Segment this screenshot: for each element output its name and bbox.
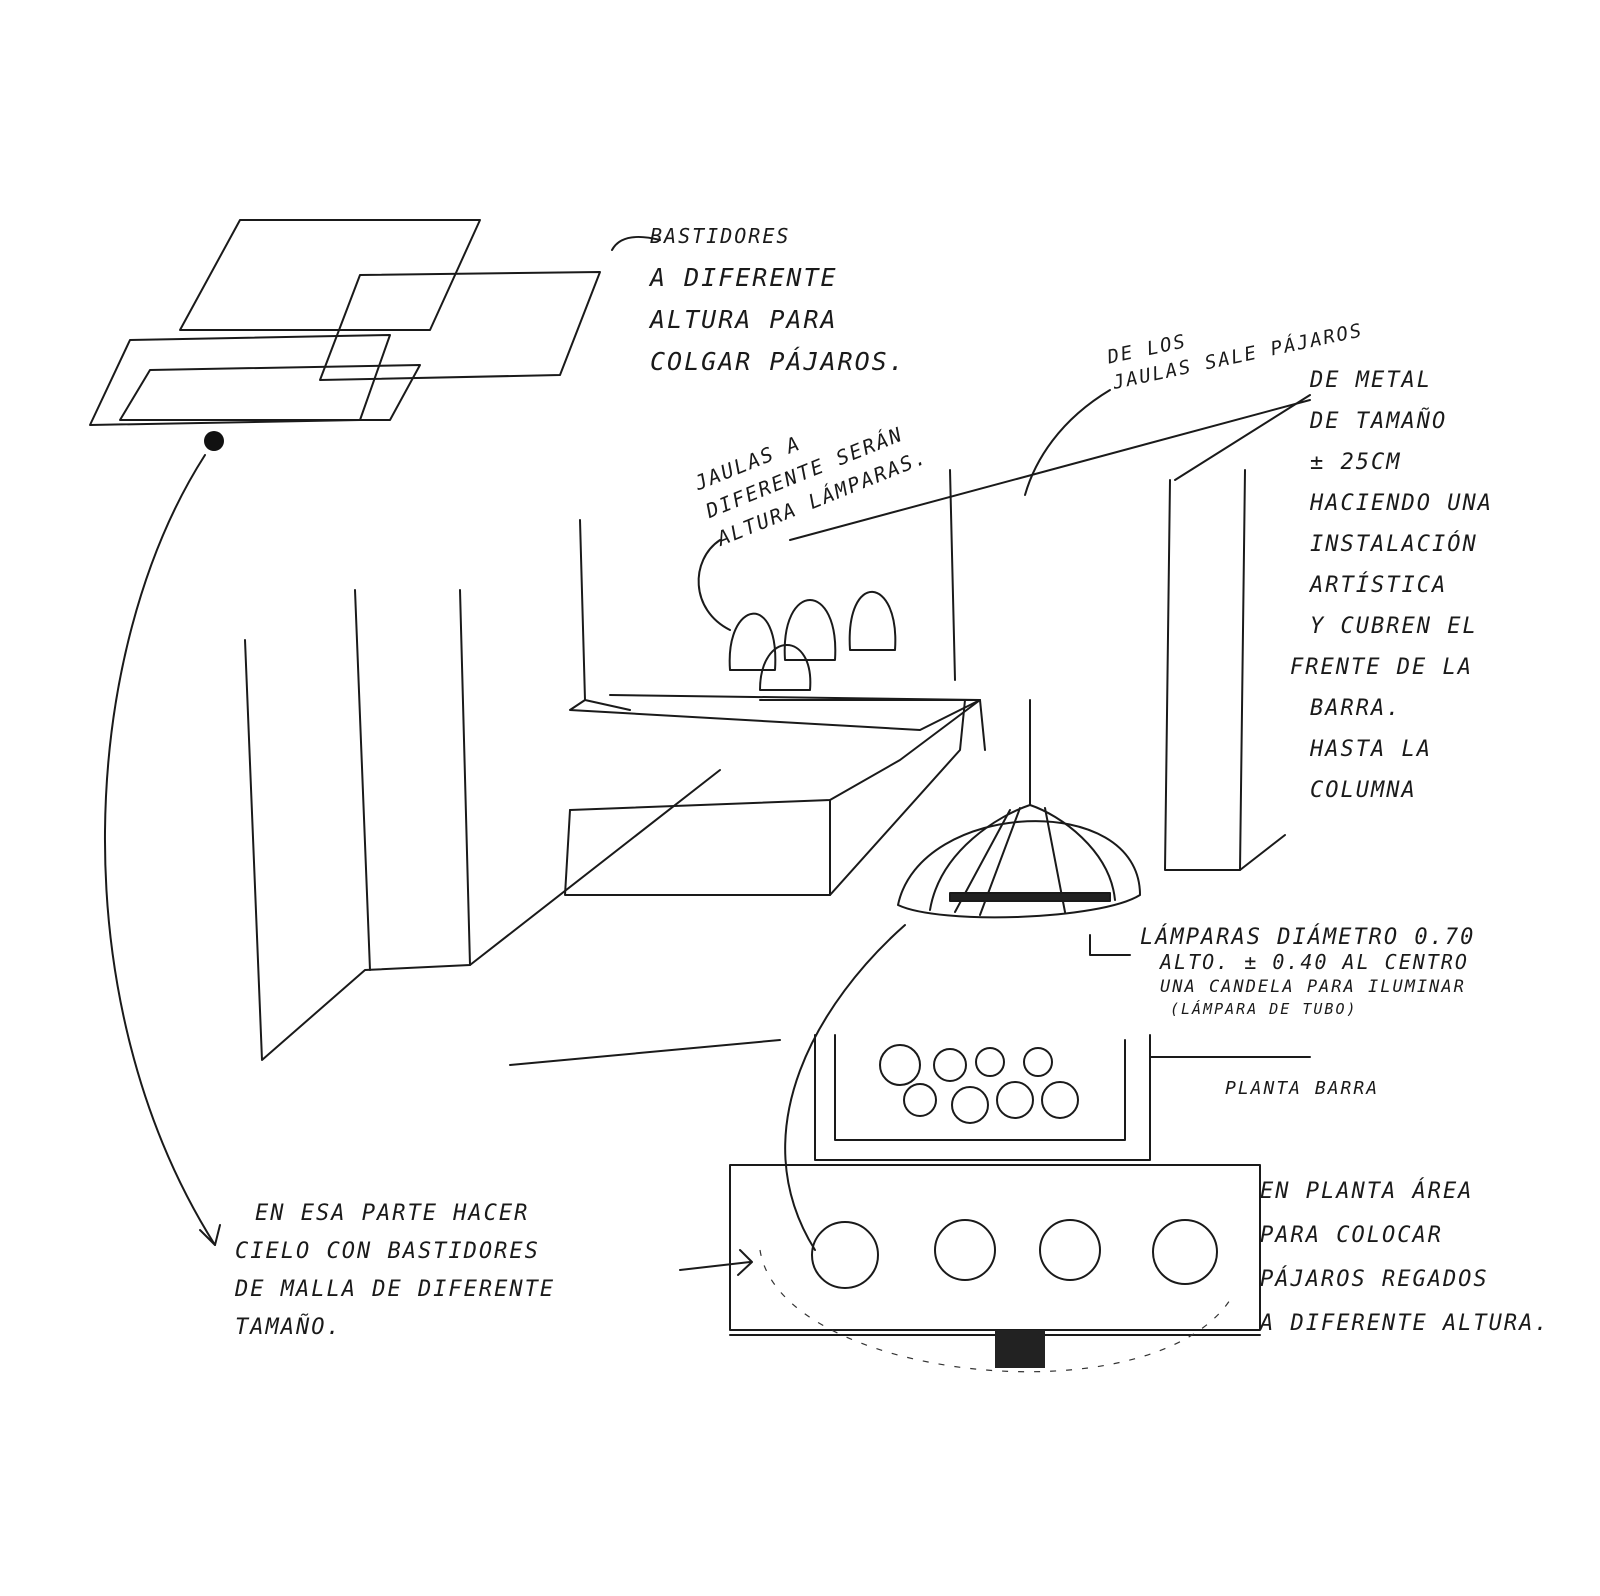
note-line: frente de la (1290, 655, 1473, 680)
arrow-ceiling-note (104, 454, 216, 1246)
dome-lamp (784, 699, 1141, 1251)
note-bastidores: Bastidores a diferente altura para colga… (650, 215, 906, 383)
note-line: Hasta la (1310, 737, 1432, 762)
note-line: altura para (650, 305, 838, 334)
perspective-walls (244, 394, 1311, 1066)
pendant-point (204, 431, 224, 451)
bar-floor-plan (679, 1034, 1311, 1373)
leader-pajaros (1024, 389, 1111, 496)
note-planta-barra: Planta barra (1225, 1068, 1379, 1110)
note-line: ± 25cm (1310, 450, 1402, 475)
note-line: a diferente (650, 263, 838, 292)
note-lamparas: Lámparas diámetro 0.70 alto. ± 0.40 al c… (1140, 925, 1475, 1018)
note-line: para colocar (1260, 1223, 1443, 1248)
note-line: cielo con bastidores (235, 1239, 540, 1264)
note-line: colgar pájaros. (650, 347, 906, 376)
note-line: pájaros regados (1260, 1267, 1489, 1292)
note-cielo: En esa parte hacer cielo con bastidores … (235, 1195, 555, 1347)
note-line: una candela para iluminar (1160, 977, 1466, 997)
note-line: (lámpara de tubo) (1170, 1000, 1358, 1018)
note-planta-area: En planta área para colocar pájaros rega… (1260, 1170, 1550, 1346)
note-line: En esa parte hacer (255, 1201, 530, 1226)
note-line: instalación (1310, 532, 1478, 557)
note-line: y cubren el (1310, 614, 1478, 639)
leader-jaulas (697, 539, 731, 631)
note-line: En planta área (1260, 1179, 1474, 1204)
note-line: de metal (1310, 368, 1432, 393)
note-pajaros-metal: de metal de tamaño ± 25cm haciendo una i… (1290, 360, 1493, 811)
note-line: de tamaño (1310, 409, 1448, 434)
note-line: artística (1310, 573, 1448, 598)
note-line: Lámparas diámetro 0.70 (1140, 925, 1476, 950)
note-line: haciendo una (1310, 491, 1493, 516)
note-line: tamaño. (235, 1315, 342, 1340)
note-line: Bastidores (650, 224, 791, 248)
note-line: barra. (1310, 696, 1402, 721)
note-line: columna (1310, 778, 1417, 803)
note-line: de malla de diferente (235, 1277, 556, 1302)
note-line: Planta barra (1225, 1078, 1380, 1099)
note-line: a diferente altura. (1260, 1311, 1550, 1336)
ceiling-grid-frames (89, 219, 601, 426)
note-line: alto. ± 0.40 al centro (1160, 950, 1469, 974)
leader-bastidores (611, 236, 661, 251)
bird-cages (728, 591, 897, 691)
